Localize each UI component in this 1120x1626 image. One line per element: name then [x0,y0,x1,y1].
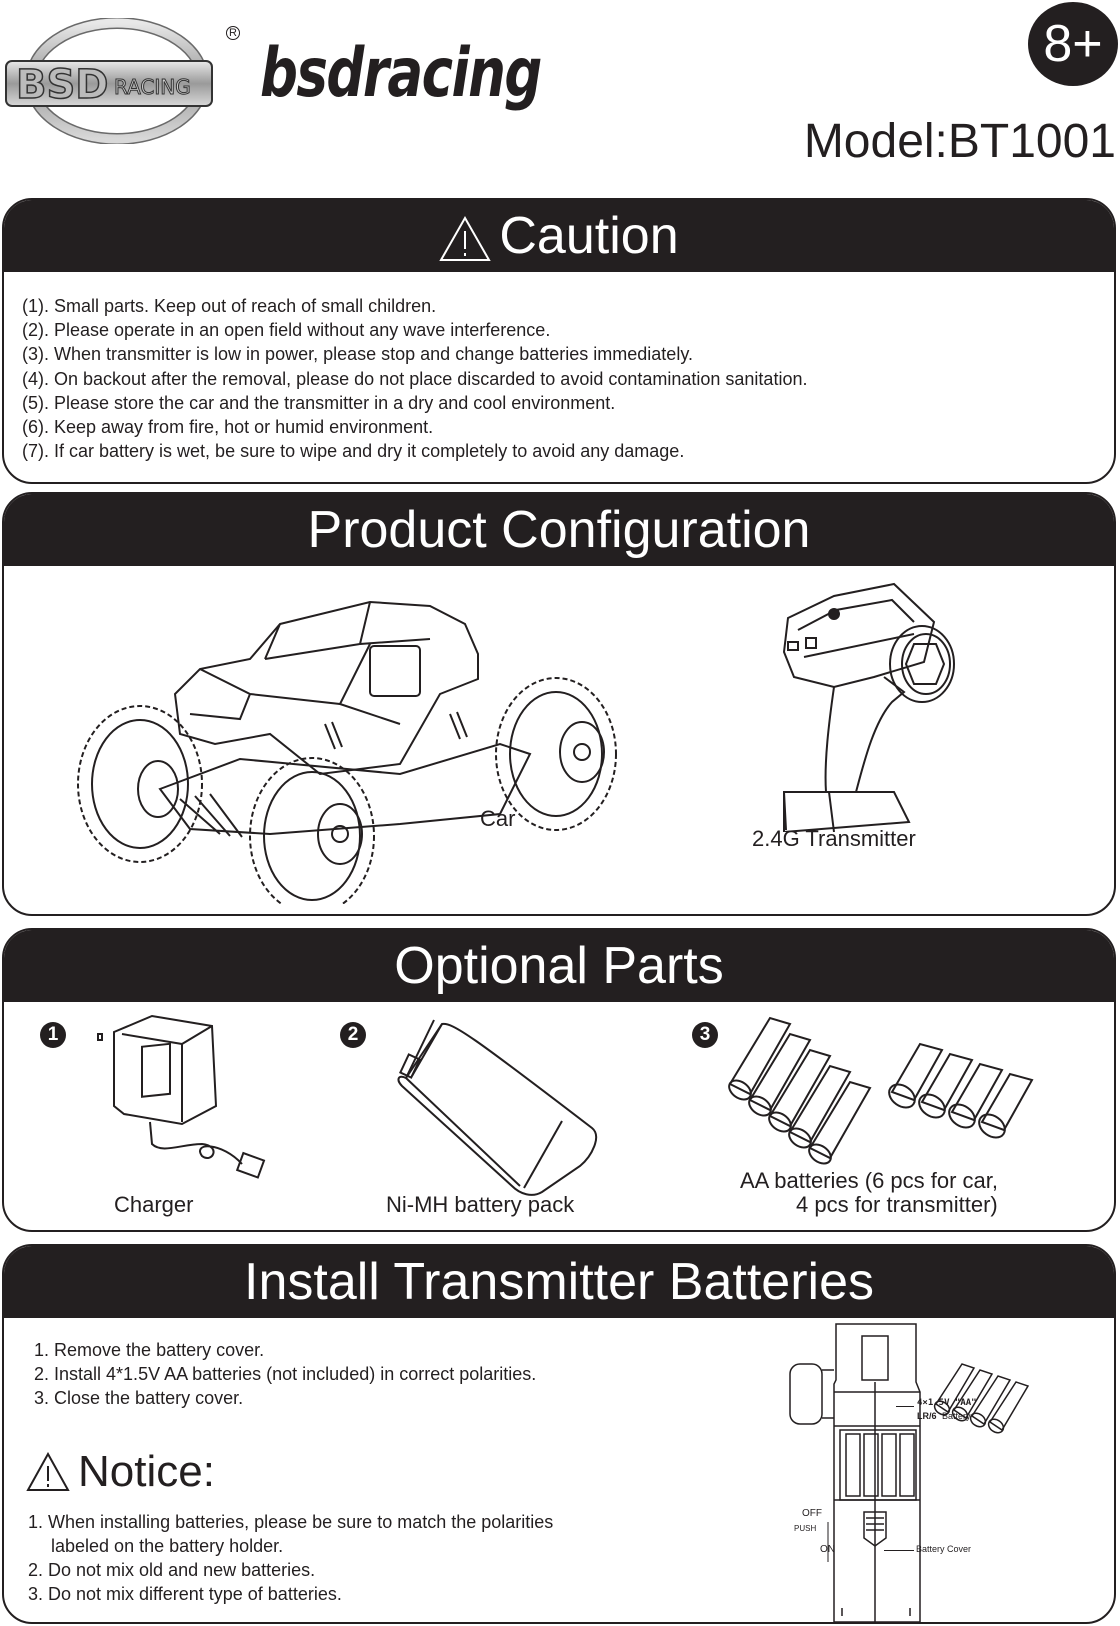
svg-text:RACING: RACING [114,75,191,99]
notice-title: Notice: [78,1447,215,1496]
caution-item: (2). Please operate in an open field wit… [22,320,551,341]
switch-on-label: ON [820,1544,835,1555]
caution-item: (3). When transmitter is low in power, p… [22,344,693,365]
brand-wordmark: bsdracing [260,34,542,113]
transmitter-illustration [774,582,974,832]
caution-item: (1). Small parts. Keep out of reach of s… [22,296,437,316]
optional-parts-panel: Optional Parts 1 Charger 2 Ni-MH [2,928,1116,1232]
charger-illustration [92,1014,292,1184]
svg-text:BSD: BSD [16,62,109,108]
notice-item: 2. Do not mix old and new batteries. [28,1560,316,1580]
car-label: Car [480,806,516,831]
transmitter-label: 2.4G Transmitter [752,826,916,851]
caution-panel: Caution (1). Small parts. Keep out of re… [2,198,1116,484]
caution-item: (4). On backout after the removal, pleas… [22,368,808,389]
switch-off-label: OFF [802,1508,822,1519]
aa-batteries-label-line2: 4 pcs for transmitter) [796,1192,998,1217]
caution-list: (1). Small parts. Keep out of reach of s… [4,272,1114,463]
notice-item: 1. When installing batteries, please be … [28,1512,554,1532]
install-step: 2. Install 4*1.5V AA batteries (not incl… [34,1364,537,1384]
notice-heading: Notice: [26,1446,215,1498]
caution-item: (5). Please store the car and the transm… [22,392,616,413]
battery-spec-label: 4×1.5V "AA" [917,1398,977,1408]
notice-list: 1. When installing batteries, please be … [28,1510,553,1606]
optional-header: Optional Parts [4,930,1114,1002]
registered-mark: R [226,26,240,40]
battery-pack-label: Ni-MH battery pack [386,1192,575,1217]
install-header: Install Transmitter Batteries [4,1246,1114,1318]
charger-label: Charger [114,1192,194,1217]
switch-push-label: PUSH [794,1524,817,1533]
battery-type-label: LR/6 [917,1411,937,1421]
brand-logo-emblem: BSD RACING [2,18,232,144]
battery-pack-illustration [392,1016,602,1196]
caution-item: (7). If car battery is wet, be sure to w… [22,441,685,462]
rc-car-illustration [70,584,650,904]
caution-title: Caution [499,207,679,265]
model-number: Model:BT1001 [803,115,1116,168]
notice-item-continued: labeled on the battery holder. [51,1536,284,1556]
product-configuration-panel: Product Configuration [2,492,1116,916]
install-step: 1. Remove the battery cover. [34,1340,265,1360]
warning-triangle-icon [26,1452,70,1492]
age-badge: 8+ [1028,2,1118,86]
install-step: 3. Close the battery cover. [34,1388,244,1408]
notice-item: 3. Do not mix different type of batterie… [28,1584,342,1604]
caution-item: (6). Keep away from fire, hot or humid e… [22,417,434,438]
item-number-badge: 2 [340,1022,366,1048]
install-steps: 1. Remove the battery cover. 2. Install … [34,1338,536,1410]
loose-aa-batteries [932,1358,1042,1438]
battery-cover-label: Battery Cover [916,1544,972,1554]
install-batteries-panel: Install Transmitter Batteries 1. Remove … [2,1244,1116,1624]
config-header: Product Configuration [4,494,1114,566]
cover-leader-line [884,1550,914,1551]
aa-batteries-illustration [720,1014,1080,1174]
item-number-badge: 3 [692,1022,718,1048]
item-number-badge: 1 [40,1022,66,1048]
caution-header: Caution [4,200,1114,272]
battery-label: Battery [942,1411,971,1421]
aa-batteries-label-line1: AA batteries (6 pcs for car, [740,1168,999,1193]
battery-compartment-diagram [788,1322,928,1622]
battery-leader-line [896,1406,914,1407]
warning-triangle-icon [439,216,492,262]
